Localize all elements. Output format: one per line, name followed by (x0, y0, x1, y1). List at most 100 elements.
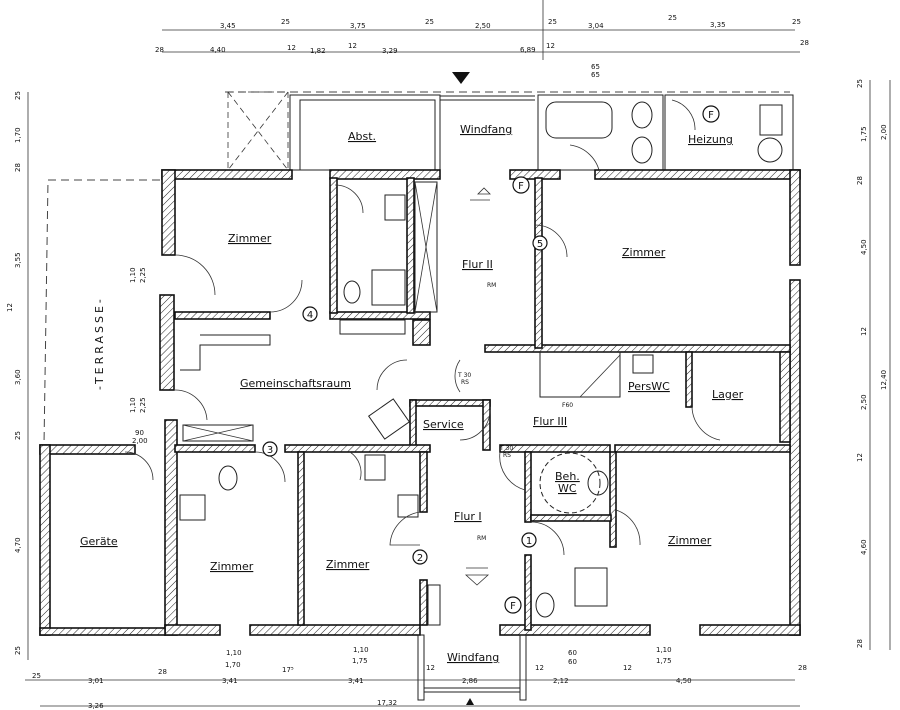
dimension-label: 1,75 (860, 126, 868, 142)
entrance-arrow-bottom-icon (466, 698, 474, 705)
dimension-label: 3,29 (382, 47, 398, 55)
terrace-outline (43, 179, 160, 446)
dimension-label: 3,45 (220, 22, 236, 30)
door-rating-label: RS (503, 452, 511, 459)
dimension-label: 25 (548, 18, 557, 26)
dimension-label: 25 (14, 431, 22, 440)
walls (39, 169, 801, 636)
dimension-label: 17⁵ (282, 666, 294, 674)
dimension-label: 5 (537, 239, 543, 250)
room-beh-wc-line1: Beh. (555, 470, 580, 483)
room-zimmer-top-right: Zimmer (622, 246, 666, 259)
dimension-label: 12 (6, 303, 14, 312)
terrace-label: -TERRASSE- (93, 296, 106, 390)
dimension-label: 3 (267, 445, 273, 456)
door-rating-label: RS (461, 379, 469, 386)
room-geraete: Geräte (80, 535, 118, 548)
dimension-label: 12 (860, 327, 868, 336)
dimension-label: 1,82 (310, 47, 326, 55)
dimension-label: 28 (856, 176, 864, 185)
dimension-label: 17,32 (377, 699, 397, 707)
dimension-label: 3,41 (348, 677, 364, 685)
bottom-windfang (417, 634, 527, 701)
dimension-label: 4,40 (210, 46, 226, 54)
dimension-label: 90 (135, 429, 144, 437)
dimension-label: 3,04 (588, 22, 604, 30)
smoke-detector-label: RM (487, 282, 496, 289)
dimension-label: 4,50 (676, 677, 692, 685)
dimension-labels: 3,45 25 3,75 25 2,50 25 3,04 25 3,35 25 … (6, 14, 888, 710)
room-lager: Lager (712, 388, 744, 401)
dimension-label: F (708, 110, 714, 121)
dimension-lines (25, 0, 891, 707)
dimension-label: 2,86 (462, 677, 478, 685)
dimension-label: 28 (155, 46, 164, 54)
dimension-label: 1,10 (656, 646, 672, 654)
door-swings (124, 184, 721, 556)
room-abst: Abst. (348, 130, 376, 143)
room-windfang-top: Windfang (460, 123, 512, 136)
dimension-label: 12 (546, 42, 555, 50)
fire-extinguisher-icon: F (504, 596, 522, 614)
dimension-label: 4,60 (860, 539, 868, 555)
dimension-label: 1,70 (14, 127, 22, 143)
dimension-label: 1,10 (129, 397, 137, 413)
room-flur-3: Flur III (533, 415, 567, 428)
room-windfang-bottom: Windfang (447, 651, 499, 664)
room-beh-wc-line2: WC (558, 482, 577, 495)
dimension-label: 25 (32, 672, 41, 680)
smoke-detector-label: RM (477, 535, 486, 542)
marker-3: 3 (262, 441, 278, 457)
dimension-label: 3,01 (88, 677, 104, 685)
dimension-label: 1,10 (226, 649, 242, 657)
stair-direction-arrows (464, 187, 491, 586)
room-zimmer-top-left: Zimmer (228, 232, 272, 245)
dimension-label: 12 (535, 664, 544, 672)
dimension-label: 25 (281, 18, 290, 26)
dimension-label: 1,75 (656, 657, 672, 665)
room-zimmer-bottom-1: Zimmer (210, 560, 254, 573)
dimension-label: 1,75 (352, 657, 368, 665)
dimension-label: 28 (158, 668, 167, 676)
dimension-label: 4 (307, 310, 313, 321)
door-rating-label: T 30 (457, 372, 471, 379)
room-zimmer-bottom-right: Zimmer (668, 534, 712, 547)
marker-4: 4 (302, 306, 318, 322)
marker-2: 2 (412, 549, 428, 565)
dimension-label: 2,50 (475, 22, 491, 30)
room-service: Service (423, 418, 464, 431)
dimension-label: 25 (792, 18, 801, 26)
entrance-arrow-icon (452, 72, 470, 84)
dimension-label: 2,12 (553, 677, 569, 685)
dimension-label: 25 (856, 79, 864, 88)
dimension-label: 2 (417, 553, 423, 564)
marker-5: 5 (532, 235, 548, 251)
dimension-label: 1 (526, 536, 532, 547)
dimension-label: 2,25 (139, 397, 147, 413)
dimension-label: 3,75 (350, 22, 366, 30)
dimension-label: 12 (426, 664, 435, 672)
room-flur-1: Flur I (454, 510, 482, 523)
dimension-label: F (510, 601, 516, 612)
dimension-label: 3,60 (14, 369, 22, 385)
dimension-label: 2,00 (132, 437, 148, 445)
dimension-label: 2,50 (860, 394, 868, 410)
room-gemeinschaftsraum: Gemeinschaftsraum (240, 377, 351, 390)
dimension-label: 12 (348, 42, 357, 50)
dimension-label: 2,00 (880, 124, 888, 140)
room-heizung: Heizung (688, 133, 733, 146)
dimension-label: 60 (568, 658, 577, 666)
dimension-label: 65 (591, 71, 600, 79)
room-labels: Abst. Windfang Heizung Zimmer Flur II Zi… (80, 123, 744, 664)
fire-extinguisher-icon: F (702, 105, 720, 123)
dimension-label: 1,70 (225, 661, 241, 669)
dimension-label: 25 (14, 91, 22, 100)
dimension-label: 3,35 (710, 21, 726, 29)
markers: 1 2 3 4 5 F F F RM RM T 30 RS T 30 RS F6… (262, 105, 720, 614)
dimension-label: 12,40 (880, 370, 888, 390)
dimension-label: F (518, 181, 524, 192)
dimension-label: 28 (798, 664, 807, 672)
dimension-label: 25 (14, 646, 22, 655)
room-zimmer-bottom-2: Zimmer (326, 558, 370, 571)
